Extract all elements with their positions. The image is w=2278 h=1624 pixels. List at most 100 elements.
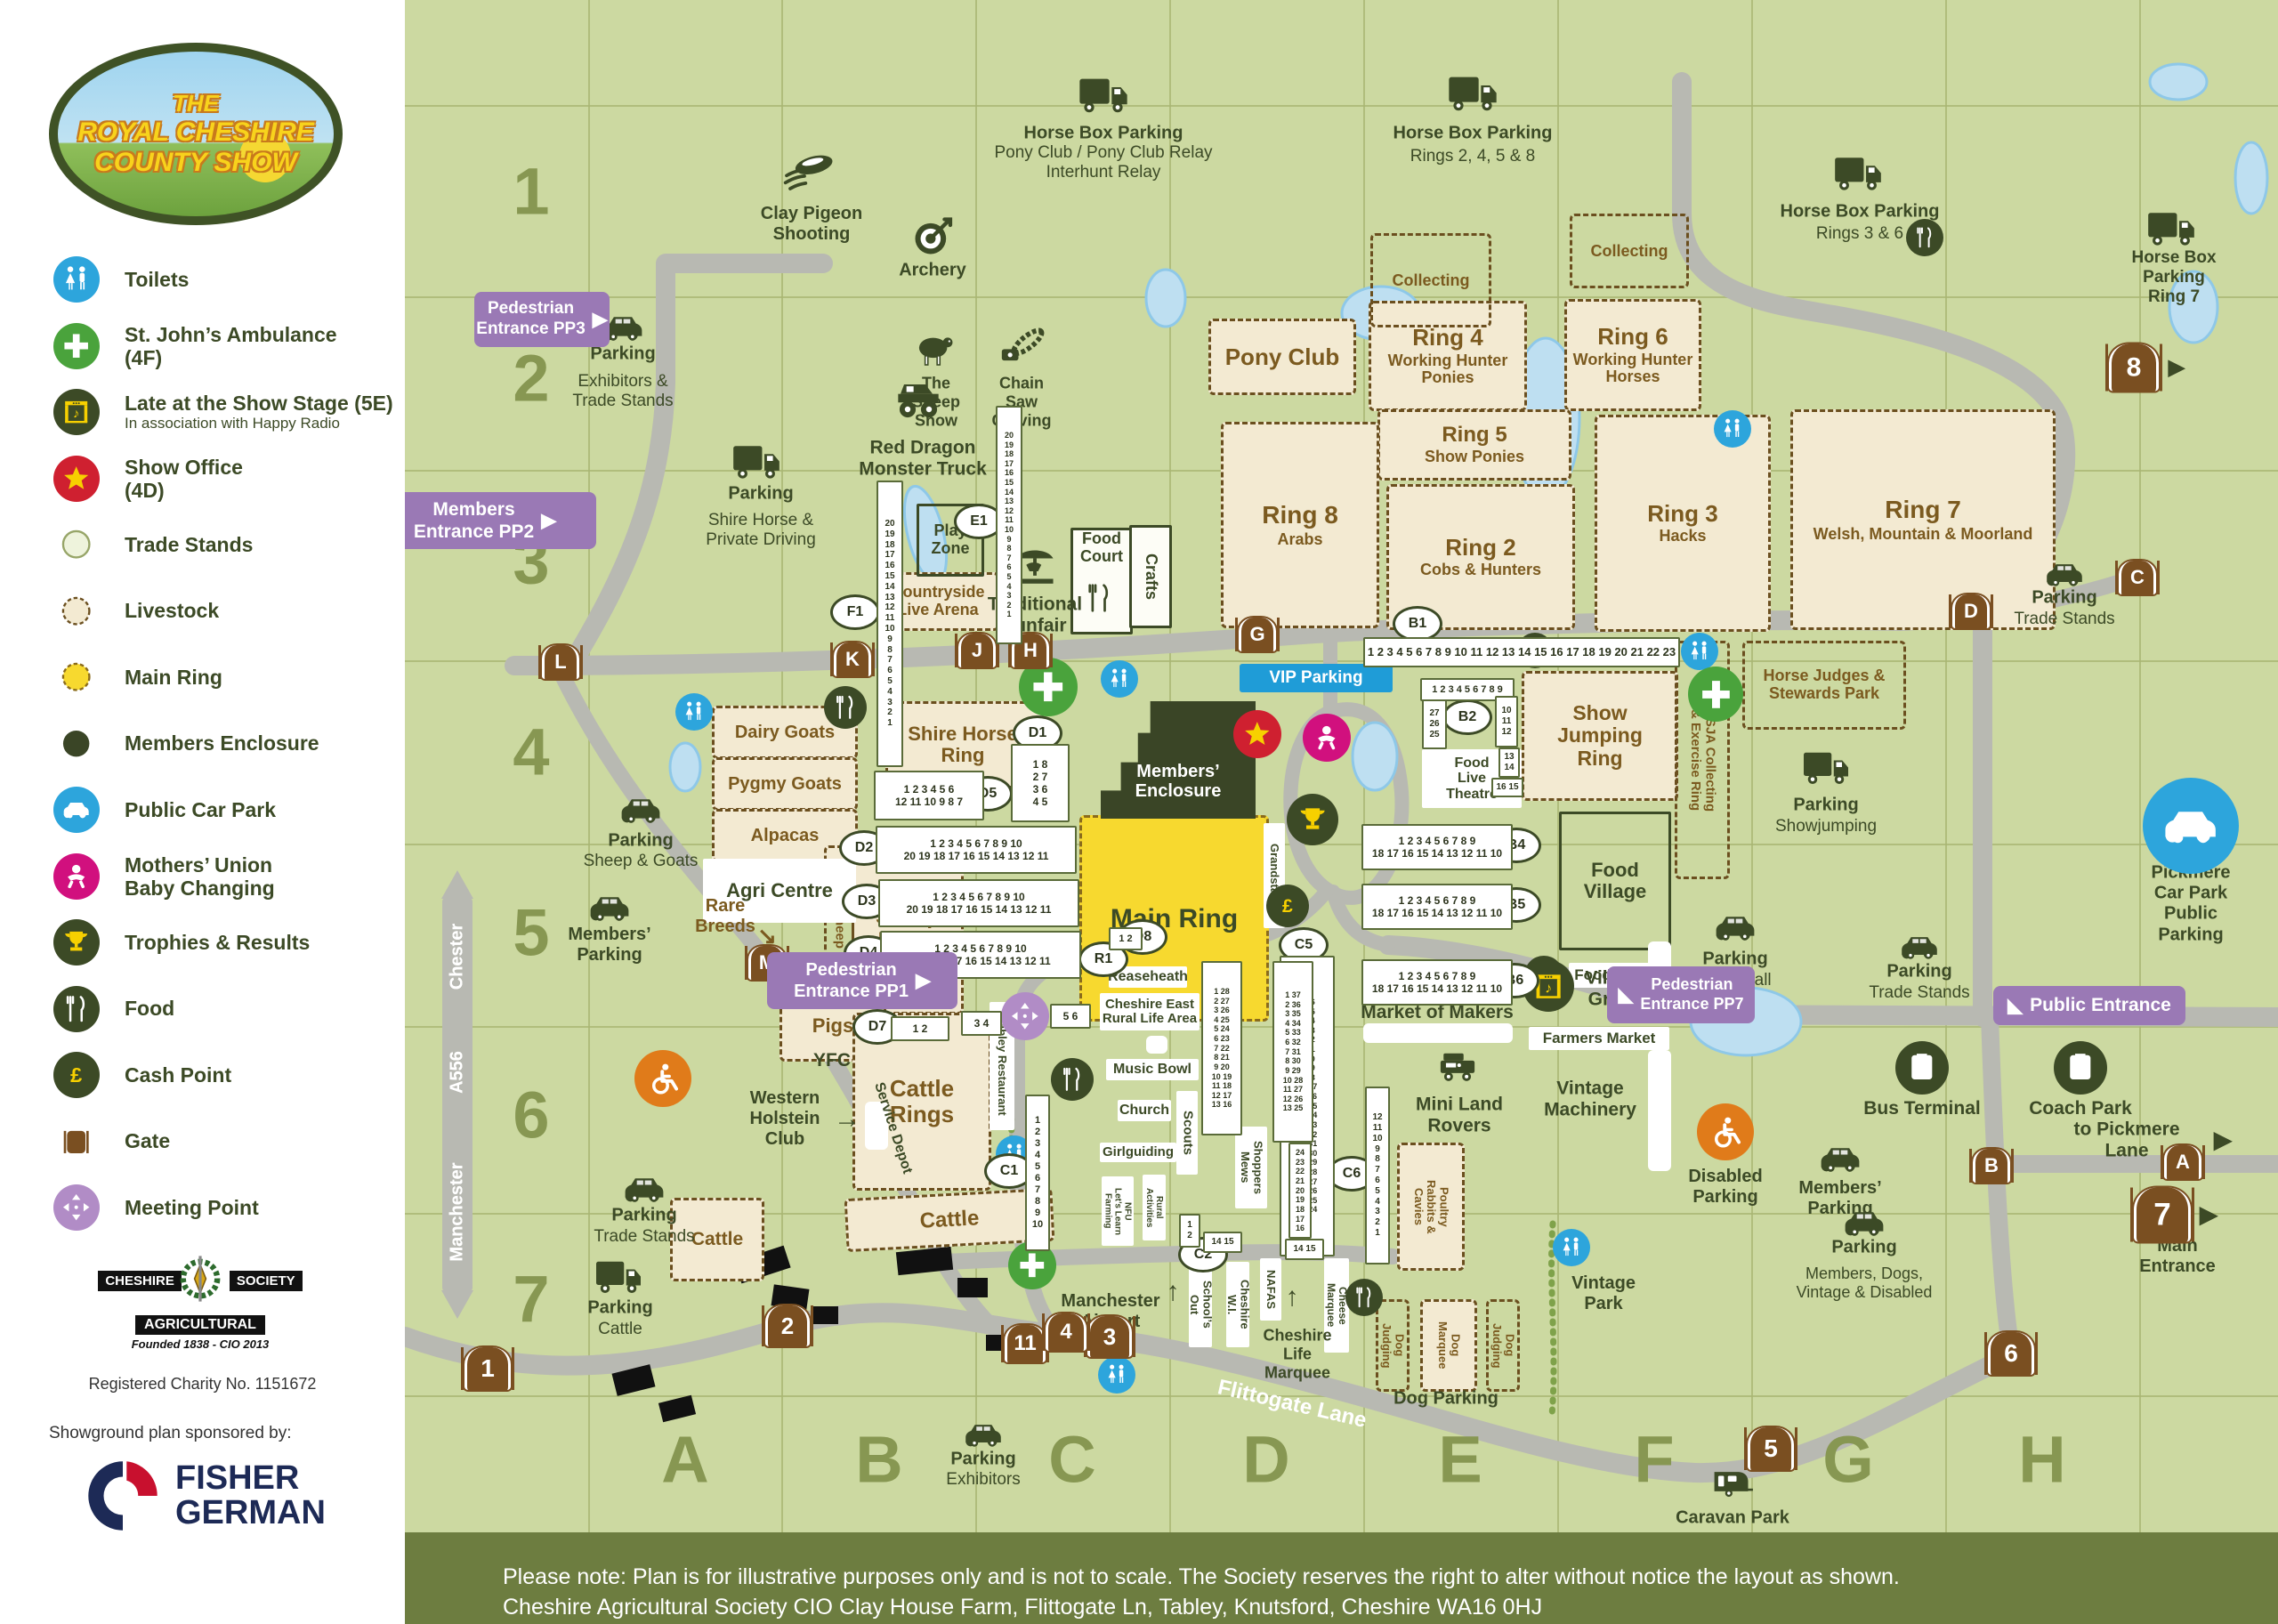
trophy-icon bbox=[53, 919, 100, 966]
fork-icon bbox=[1345, 1279, 1383, 1316]
trade-stand-strip: 1 2 bbox=[1179, 1214, 1200, 1248]
map-label-horse-box-parking-ring-7: Horse Box Parking Ring 7 bbox=[2131, 247, 2217, 307]
map-label-rings-3-6: Rings 3 & 6 bbox=[1815, 223, 1904, 243]
area-church: Church bbox=[1118, 1100, 1171, 1121]
map-label-western-holstein-club: Western Holstein Club bbox=[749, 1088, 820, 1150]
gate-5: 5 bbox=[1744, 1427, 1797, 1470]
grid-label-4: 4 bbox=[513, 715, 550, 789]
map-label-main-entrance: Main Entrance bbox=[2139, 1235, 2216, 1276]
grid-label-E: E bbox=[1438, 1422, 1482, 1497]
area-title: Food Live Theatre bbox=[1446, 755, 1498, 802]
grid-line-v bbox=[1751, 0, 1753, 1532]
monstertruck-icon bbox=[890, 370, 947, 427]
meeting-icon bbox=[1001, 992, 1049, 1040]
badge-text: Pedestrian Entrance PP1 bbox=[794, 960, 909, 1001]
area-zone bbox=[1648, 1050, 1671, 1171]
legend-label: Public Car Park bbox=[125, 797, 277, 821]
legend-item-late-at-the-show-stage-5e: ♪Late at the Show Stage (5E)In associati… bbox=[53, 389, 393, 435]
map-label-showjumping: Showjumping bbox=[1774, 816, 1878, 836]
crest-ribbon-right: SOCIETY bbox=[229, 1271, 303, 1291]
map-label-disabled-parking: Disabled Parking bbox=[1688, 1166, 1763, 1207]
trade-stand-strip: 16 15 bbox=[1491, 778, 1523, 797]
map-label-trade-stands: Trade Stands bbox=[594, 1226, 695, 1246]
area-title: Alpacas bbox=[750, 826, 820, 845]
grid-label-G: G bbox=[1822, 1422, 1874, 1497]
legend-item-toilets: Toilets bbox=[53, 256, 189, 303]
bus-icon bbox=[2054, 1041, 2107, 1095]
trade-stand-strip: 1 2 3 4 5 6 7 8 9 10 20 19 18 17 16 15 1… bbox=[876, 826, 1077, 874]
map-label-parking: Parking bbox=[587, 1297, 653, 1318]
map-label-to-pickmere-lane: to Pickmere Lane bbox=[2073, 1119, 2180, 1161]
trade-stand-strip: 27 26 25 bbox=[1422, 699, 1447, 749]
legend-item-main-ring: Main Ring bbox=[53, 654, 222, 700]
badge-text: Members Entrance PP2 bbox=[413, 498, 535, 542]
sponsor-name-1: FISHER bbox=[175, 1459, 300, 1498]
map-label-rare-breeds: Rare Breeds bbox=[695, 895, 755, 936]
map-label-exhibitors-trade-stands: Exhibitors & Trade Stands bbox=[572, 371, 674, 410]
trade-stand-strip: 20 19 18 17 16 15 14 13 12 11 10 9 8 7 6… bbox=[876, 481, 903, 767]
area-title: Church bbox=[1119, 1103, 1169, 1119]
sponsor-name-2: GERMAN bbox=[175, 1494, 326, 1531]
legend-label: Gate bbox=[125, 1129, 171, 1153]
toilets-icon bbox=[1681, 633, 1718, 670]
logo-line-3: COUNTY SHOW bbox=[94, 148, 297, 177]
trophy-icon bbox=[1287, 794, 1338, 845]
trade-stand-strip: 1 2 3 4 5 6 7 8 9 10 bbox=[1025, 1095, 1050, 1251]
truck-icon bbox=[2144, 200, 2199, 255]
fork-icon bbox=[53, 985, 100, 1032]
area-title: Shire Horse Ring bbox=[908, 722, 1018, 766]
gate-7: 7 bbox=[2130, 1187, 2194, 1242]
map-label-mini-land-rovers: Mini Land Rovers bbox=[1416, 1094, 1503, 1136]
area-title: Cheshire East Rural Life Area bbox=[1102, 996, 1198, 1026]
circle-members-icon bbox=[53, 721, 100, 767]
area-food-court: Food Court bbox=[1070, 528, 1133, 634]
direction-arrow: ↑ bbox=[1285, 1282, 1299, 1312]
area-title: Poultry Rabbits & Cavies bbox=[1411, 1179, 1451, 1234]
baby-icon bbox=[53, 852, 100, 900]
area-title: Crafts bbox=[1142, 553, 1160, 600]
area-school-s-out: School’s Out bbox=[1188, 1262, 1214, 1347]
gateicon-icon bbox=[53, 1119, 100, 1165]
area-agri-centre: Agri Centre bbox=[703, 859, 856, 923]
badge-arrow-icon: ▶ bbox=[916, 968, 931, 991]
disabled-icon bbox=[1697, 1103, 1754, 1160]
grid-line-h bbox=[405, 1026, 2278, 1028]
gate-6: 6 bbox=[1984, 1332, 2038, 1375]
area-shoppers-mews: Shoppers Mews bbox=[1235, 1127, 1267, 1208]
map-label-parking: Parking bbox=[1702, 949, 1768, 969]
stand-label-F1: F1 bbox=[830, 594, 880, 630]
map-label-shire-horse-private-driving: Shire Horse & Private Driving bbox=[706, 510, 816, 549]
area-title: Ring 5 bbox=[1442, 422, 1507, 447]
claypigeon-icon bbox=[780, 142, 836, 199]
gate-1: 1 bbox=[461, 1347, 514, 1390]
toilets-icon bbox=[1553, 1229, 1590, 1266]
logo-line-2: ROYAL CHESHIRE bbox=[77, 117, 314, 147]
map-label-parking: Parking bbox=[1793, 795, 1859, 815]
society-crest: CHESHIRE SOCIETY AGRICULTURAL Founded 18… bbox=[67, 1256, 334, 1351]
chainsaw-icon bbox=[997, 322, 1046, 372]
legend-item-trade-stands: Trade Stands bbox=[53, 521, 253, 568]
trade-stand-strip: 10 11 12 bbox=[1495, 696, 1518, 747]
area-subtitle: Working Hunter Ponies bbox=[1387, 351, 1508, 387]
area-title: VIP Parking bbox=[1269, 667, 1363, 687]
grid-line-v bbox=[588, 0, 590, 1532]
area-subtitle: Arabs bbox=[1277, 529, 1323, 548]
fisher-german-roundel-icon bbox=[88, 1461, 158, 1531]
sponsor-logo: FISHER GERMAN bbox=[85, 1458, 326, 1534]
baby-icon bbox=[1303, 714, 1351, 762]
legend-item-mothers-union: Mothers’ Union Baby Changing bbox=[53, 853, 275, 901]
legend-item-public-car-park: Public Car Park bbox=[53, 787, 276, 833]
star-icon bbox=[1233, 710, 1281, 758]
direction-arrow: ↑ bbox=[1166, 1277, 1180, 1306]
legend-sublabel: In association with Happy Radio bbox=[125, 415, 340, 432]
car-icon bbox=[961, 1412, 1006, 1457]
a556-arrow-down bbox=[441, 1290, 473, 1319]
grid-label-B: B bbox=[855, 1422, 903, 1497]
car-icon bbox=[53, 787, 100, 833]
map-label-dog-parking: Dog Parking bbox=[1393, 1388, 1498, 1409]
area-subtitle: Collecting bbox=[1590, 242, 1668, 261]
